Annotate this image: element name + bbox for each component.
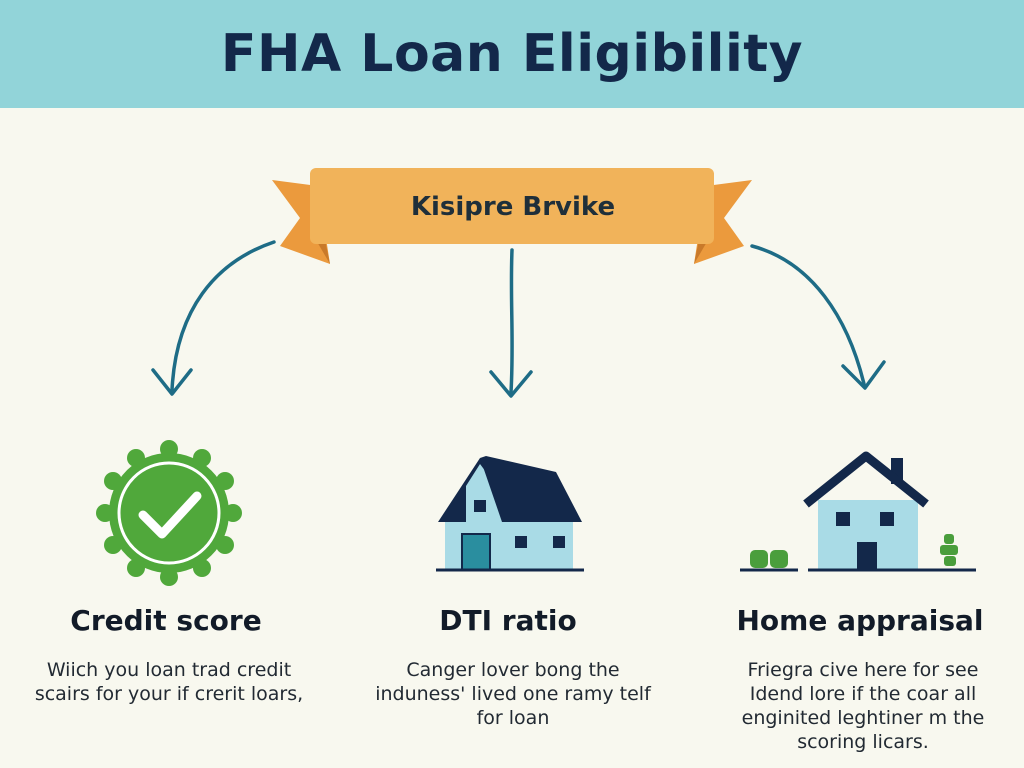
checkmark-badge-icon <box>96 440 242 586</box>
arrows <box>151 240 886 398</box>
home-appraisal-description: Friegra cive here for see Idend lore if … <box>741 659 985 753</box>
arrow-center <box>509 248 514 394</box>
banner-label: Kisipre Brvike <box>410 192 616 222</box>
bush-icon <box>750 534 958 568</box>
home-appraisal-title: Home appraisal <box>736 604 984 637</box>
arrow-left <box>170 240 276 392</box>
arrow-right <box>750 244 866 386</box>
page-title: FHA Loan Eligibility <box>220 24 804 84</box>
arrow-center-head <box>489 370 533 398</box>
arrow-left-head <box>151 368 193 396</box>
title-header: FHA Loan Eligibility <box>0 0 1024 108</box>
dti-ratio-title: DTI ratio <box>439 604 577 637</box>
credit-score-description: Wiich you loan trad credit scairs for yo… <box>34 659 304 705</box>
house-icon <box>740 451 976 572</box>
house-icon <box>436 456 584 572</box>
dti-ratio-description: Canger lover bong the induness' lived on… <box>375 659 651 729</box>
credit-score-title: Credit score <box>70 604 262 637</box>
arrow-right-head <box>841 360 886 390</box>
